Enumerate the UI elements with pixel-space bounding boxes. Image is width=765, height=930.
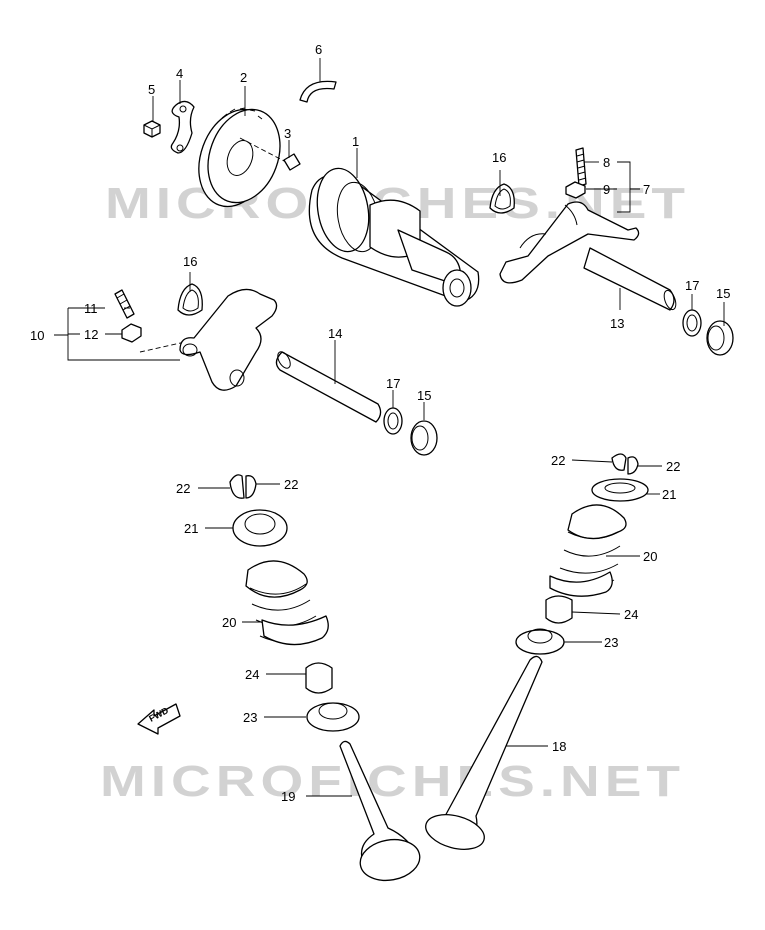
part-21-spring-retainer-left [232, 509, 288, 547]
callouts: 1 2 3 4 5 6 7 8 9 10 11 12 13 14 15 15 1… [30, 42, 730, 804]
callout-23-left: 23 [243, 710, 257, 725]
part-19-valve-left [339, 740, 421, 882]
callout-24-right: 24 [624, 607, 638, 622]
part-20-valve-spring-right [549, 504, 627, 597]
callout-16-right: 16 [492, 150, 506, 165]
part-5-bolt [143, 120, 161, 138]
callout-3: 3 [284, 126, 291, 141]
part-22-valve-cotter-right [611, 453, 639, 475]
part-17-washer-right [682, 309, 702, 337]
part-11-adjusting-screw [114, 289, 135, 319]
part-15-plug-right [706, 320, 734, 356]
part-3-dowel-pin [239, 137, 301, 171]
watermark-bottom: MICROFICHES.NET [100, 757, 685, 806]
callout-22-left-b: 22 [284, 477, 298, 492]
callout-20-right: 20 [643, 549, 657, 564]
callout-17-left: 17 [386, 376, 400, 391]
callout-11: 11 [84, 301, 98, 316]
callout-24-left: 24 [245, 667, 259, 682]
part-22-valve-cotter-left [229, 474, 257, 499]
callout-9: 9 [603, 182, 610, 197]
part-2-cam-sprocket [198, 107, 281, 208]
callout-17-right: 17 [685, 278, 699, 293]
part-14-rocker-shaft-left [275, 351, 382, 423]
part-16-oil-seal-right [489, 183, 515, 214]
part-24-valve-stem-seal-left [305, 662, 333, 694]
part-18-valve-right [425, 655, 543, 850]
forward-arrow-icon [137, 703, 181, 735]
callout-21-left: 21 [184, 521, 198, 536]
part-20-valve-spring-left [245, 560, 329, 646]
callout-15-left: 15 [417, 388, 431, 403]
part-15-plug-left [410, 420, 438, 456]
callout-12: 12 [84, 327, 98, 342]
callout-7: 7 [643, 182, 650, 197]
part-6-half-moon-seal [299, 80, 337, 103]
part-17-washer-left [383, 407, 403, 435]
part-1-camshaft [308, 167, 480, 307]
callout-13: 13 [610, 316, 624, 331]
part-13-rocker-shaft-right [583, 247, 677, 311]
fwd-direction-marker: FWD [137, 703, 181, 735]
callout-16-left: 16 [183, 254, 197, 269]
callout-21-right: 21 [662, 487, 676, 502]
callout-2: 2 [240, 70, 247, 85]
callout-22-left-a: 22 [176, 481, 190, 496]
callout-20-left: 20 [222, 615, 236, 630]
callout-1: 1 [352, 134, 359, 149]
callout-15-right: 15 [716, 286, 730, 301]
callout-10: 10 [30, 328, 44, 343]
part-24-valve-stem-seal-right [545, 595, 573, 624]
part-23-spring-seat-right [515, 628, 565, 655]
callout-8: 8 [603, 155, 610, 170]
part-7-rocker-arm-right [499, 201, 640, 284]
callout-22-right-b: 22 [666, 459, 680, 474]
leader-lines [54, 58, 725, 797]
callout-22-right-a: 22 [551, 453, 565, 468]
callout-18: 18 [552, 739, 566, 754]
callout-19: 19 [281, 789, 295, 804]
part-9-lock-nut [565, 181, 586, 199]
part-21-spring-retainer-right [591, 478, 649, 502]
callout-6: 6 [315, 42, 322, 57]
part-12-lock-nut [121, 323, 186, 353]
callout-23-right: 23 [604, 635, 618, 650]
part-10-rocker-arm-left [179, 288, 278, 391]
part-8-adjusting-screw [575, 147, 587, 187]
part-23-spring-seat-left [306, 702, 360, 732]
callout-14: 14 [328, 326, 342, 341]
part-4-retainer-plate [170, 100, 195, 154]
callout-5: 5 [148, 82, 155, 97]
callout-4: 4 [176, 66, 183, 81]
part-16-oil-seal-left [177, 283, 203, 316]
